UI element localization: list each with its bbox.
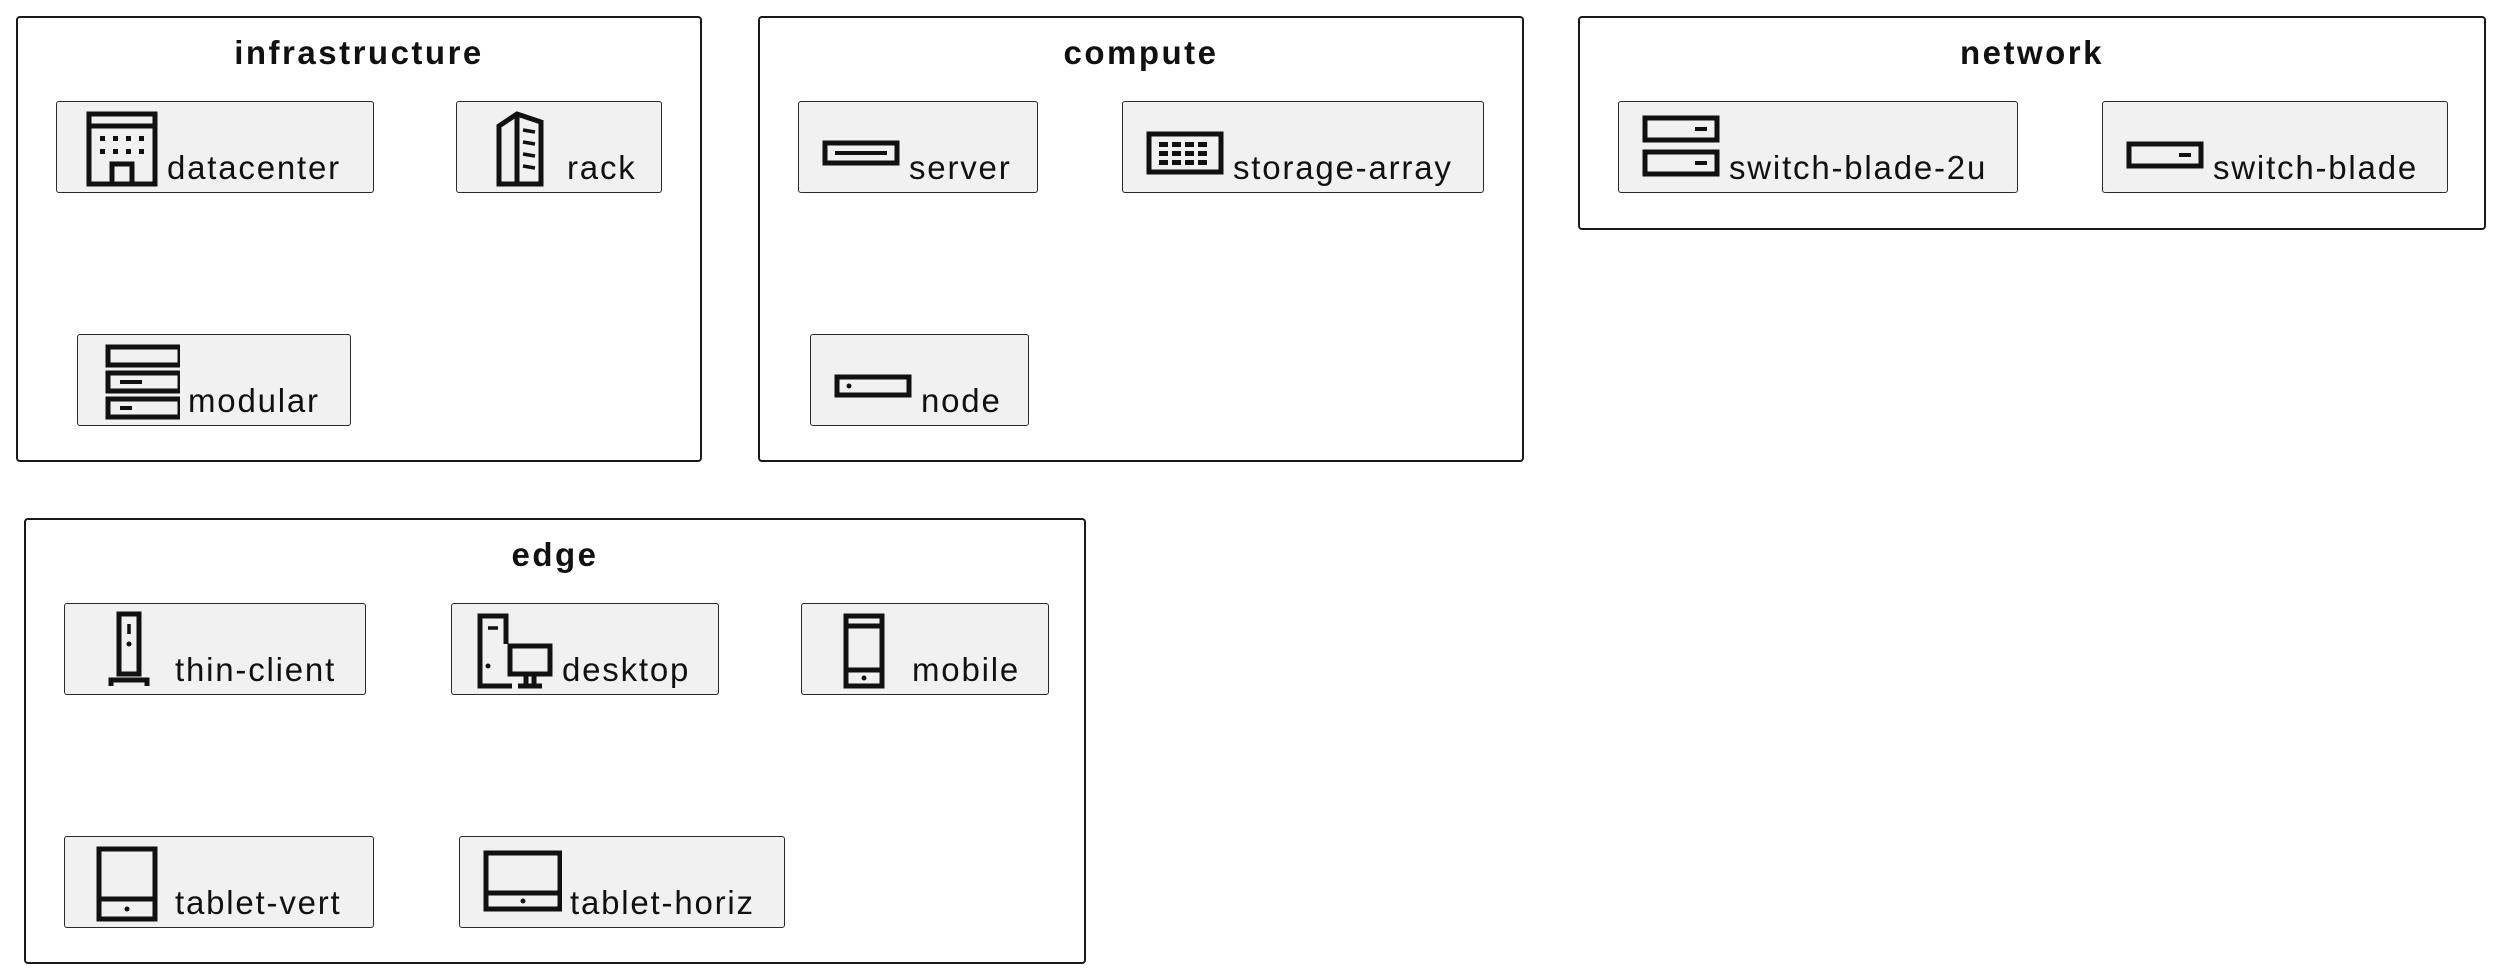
node-node[interactable]: node — [810, 334, 1029, 426]
node-storage-array[interactable]: storage-array — [1122, 101, 1484, 193]
switch-2u-icon — [1641, 108, 1721, 188]
node-label: tablet-vert — [175, 884, 342, 921]
node-server[interactable]: server — [798, 101, 1038, 193]
modular-stack-icon — [100, 341, 180, 421]
package-title-compute: compute — [1063, 34, 1219, 71]
package-network: network switch-blade-2u switch-blade — [1578, 16, 2486, 230]
tablet-horizontal-icon — [482, 843, 562, 923]
node-tablet-vert[interactable]: tablet-vert — [64, 836, 374, 928]
node-label: desktop — [562, 651, 691, 688]
package-infrastructure: infrastructure datacenter — [16, 16, 702, 462]
package-compute: compute server storage — [758, 16, 1524, 462]
package-title-edge: edge — [511, 536, 599, 573]
mobile-icon — [824, 610, 904, 690]
node-datacenter[interactable]: datacenter — [56, 101, 374, 193]
server-blade-icon — [821, 108, 901, 188]
node-box-icon — [833, 341, 913, 421]
node-desktop[interactable]: desktop — [451, 603, 719, 695]
node-label: node — [921, 382, 1002, 419]
node-modular[interactable]: modular — [77, 334, 351, 426]
node-mobile[interactable]: mobile — [801, 603, 1049, 695]
node-label: server — [909, 149, 1012, 186]
package-title-network: network — [1959, 34, 2105, 71]
package-edge: edge thin-client desktop — [24, 518, 1086, 964]
node-thin-client[interactable]: thin-client — [64, 603, 366, 695]
node-switch-blade-2u[interactable]: switch-blade-2u — [1618, 101, 2018, 193]
node-switch-blade[interactable]: switch-blade — [2102, 101, 2448, 193]
node-label: mobile — [912, 651, 1021, 688]
node-tablet-horiz[interactable]: tablet-horiz — [459, 836, 785, 928]
switch-icon — [2125, 108, 2205, 188]
rack-tower-icon — [479, 108, 559, 188]
node-label: switch-blade-2u — [1729, 149, 1988, 186]
node-rack[interactable]: rack — [456, 101, 662, 193]
node-label: switch-blade — [2213, 149, 2419, 186]
storage-array-icon — [1145, 108, 1225, 188]
node-label: datacenter — [167, 149, 341, 186]
node-label: tablet-horiz — [570, 884, 755, 921]
tablet-vertical-icon — [87, 843, 167, 923]
thin-client-icon — [87, 610, 167, 690]
desktop-icon — [474, 610, 554, 690]
package-title-infrastructure: infrastructure — [234, 34, 484, 71]
building-icon — [79, 108, 159, 188]
node-label: modular — [188, 382, 320, 419]
node-label: rack — [567, 149, 637, 186]
node-label: storage-array — [1233, 149, 1453, 186]
node-label: thin-client — [175, 651, 337, 688]
